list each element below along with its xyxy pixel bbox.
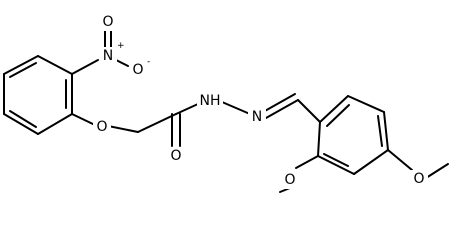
- nitro-o-minus-label: O: [132, 62, 143, 78]
- ether-o-label: O: [96, 119, 107, 135]
- methoxy-para: [387, 149, 449, 179]
- nitro-n-label: N: [103, 48, 113, 64]
- oxyacetyl-chain: [71, 103, 199, 147]
- hydrazone-linkage: [221, 93, 321, 123]
- hydrazone-n-label: N: [252, 109, 262, 125]
- methoxy-o-para-label: O: [413, 171, 424, 187]
- nitro-n-charge: +: [117, 41, 125, 51]
- dimethoxyphenyl-ring: [317, 95, 389, 175]
- amide-nh-label: NH: [200, 93, 221, 109]
- nitrophenyl-ring: [3, 55, 73, 135]
- nitro-group: [71, 27, 129, 75]
- chemical-structure: N + O O - O O NH N O O: [3, 13, 449, 193]
- carbonyl-o-label: O: [170, 148, 181, 164]
- methoxy-o-ortho-label: O: [284, 172, 295, 188]
- nitro-o-top-label: O: [102, 14, 113, 30]
- atom-labels: N + O O - O O NH N O O: [93, 13, 428, 189]
- nitro-o-charge: -: [147, 57, 150, 67]
